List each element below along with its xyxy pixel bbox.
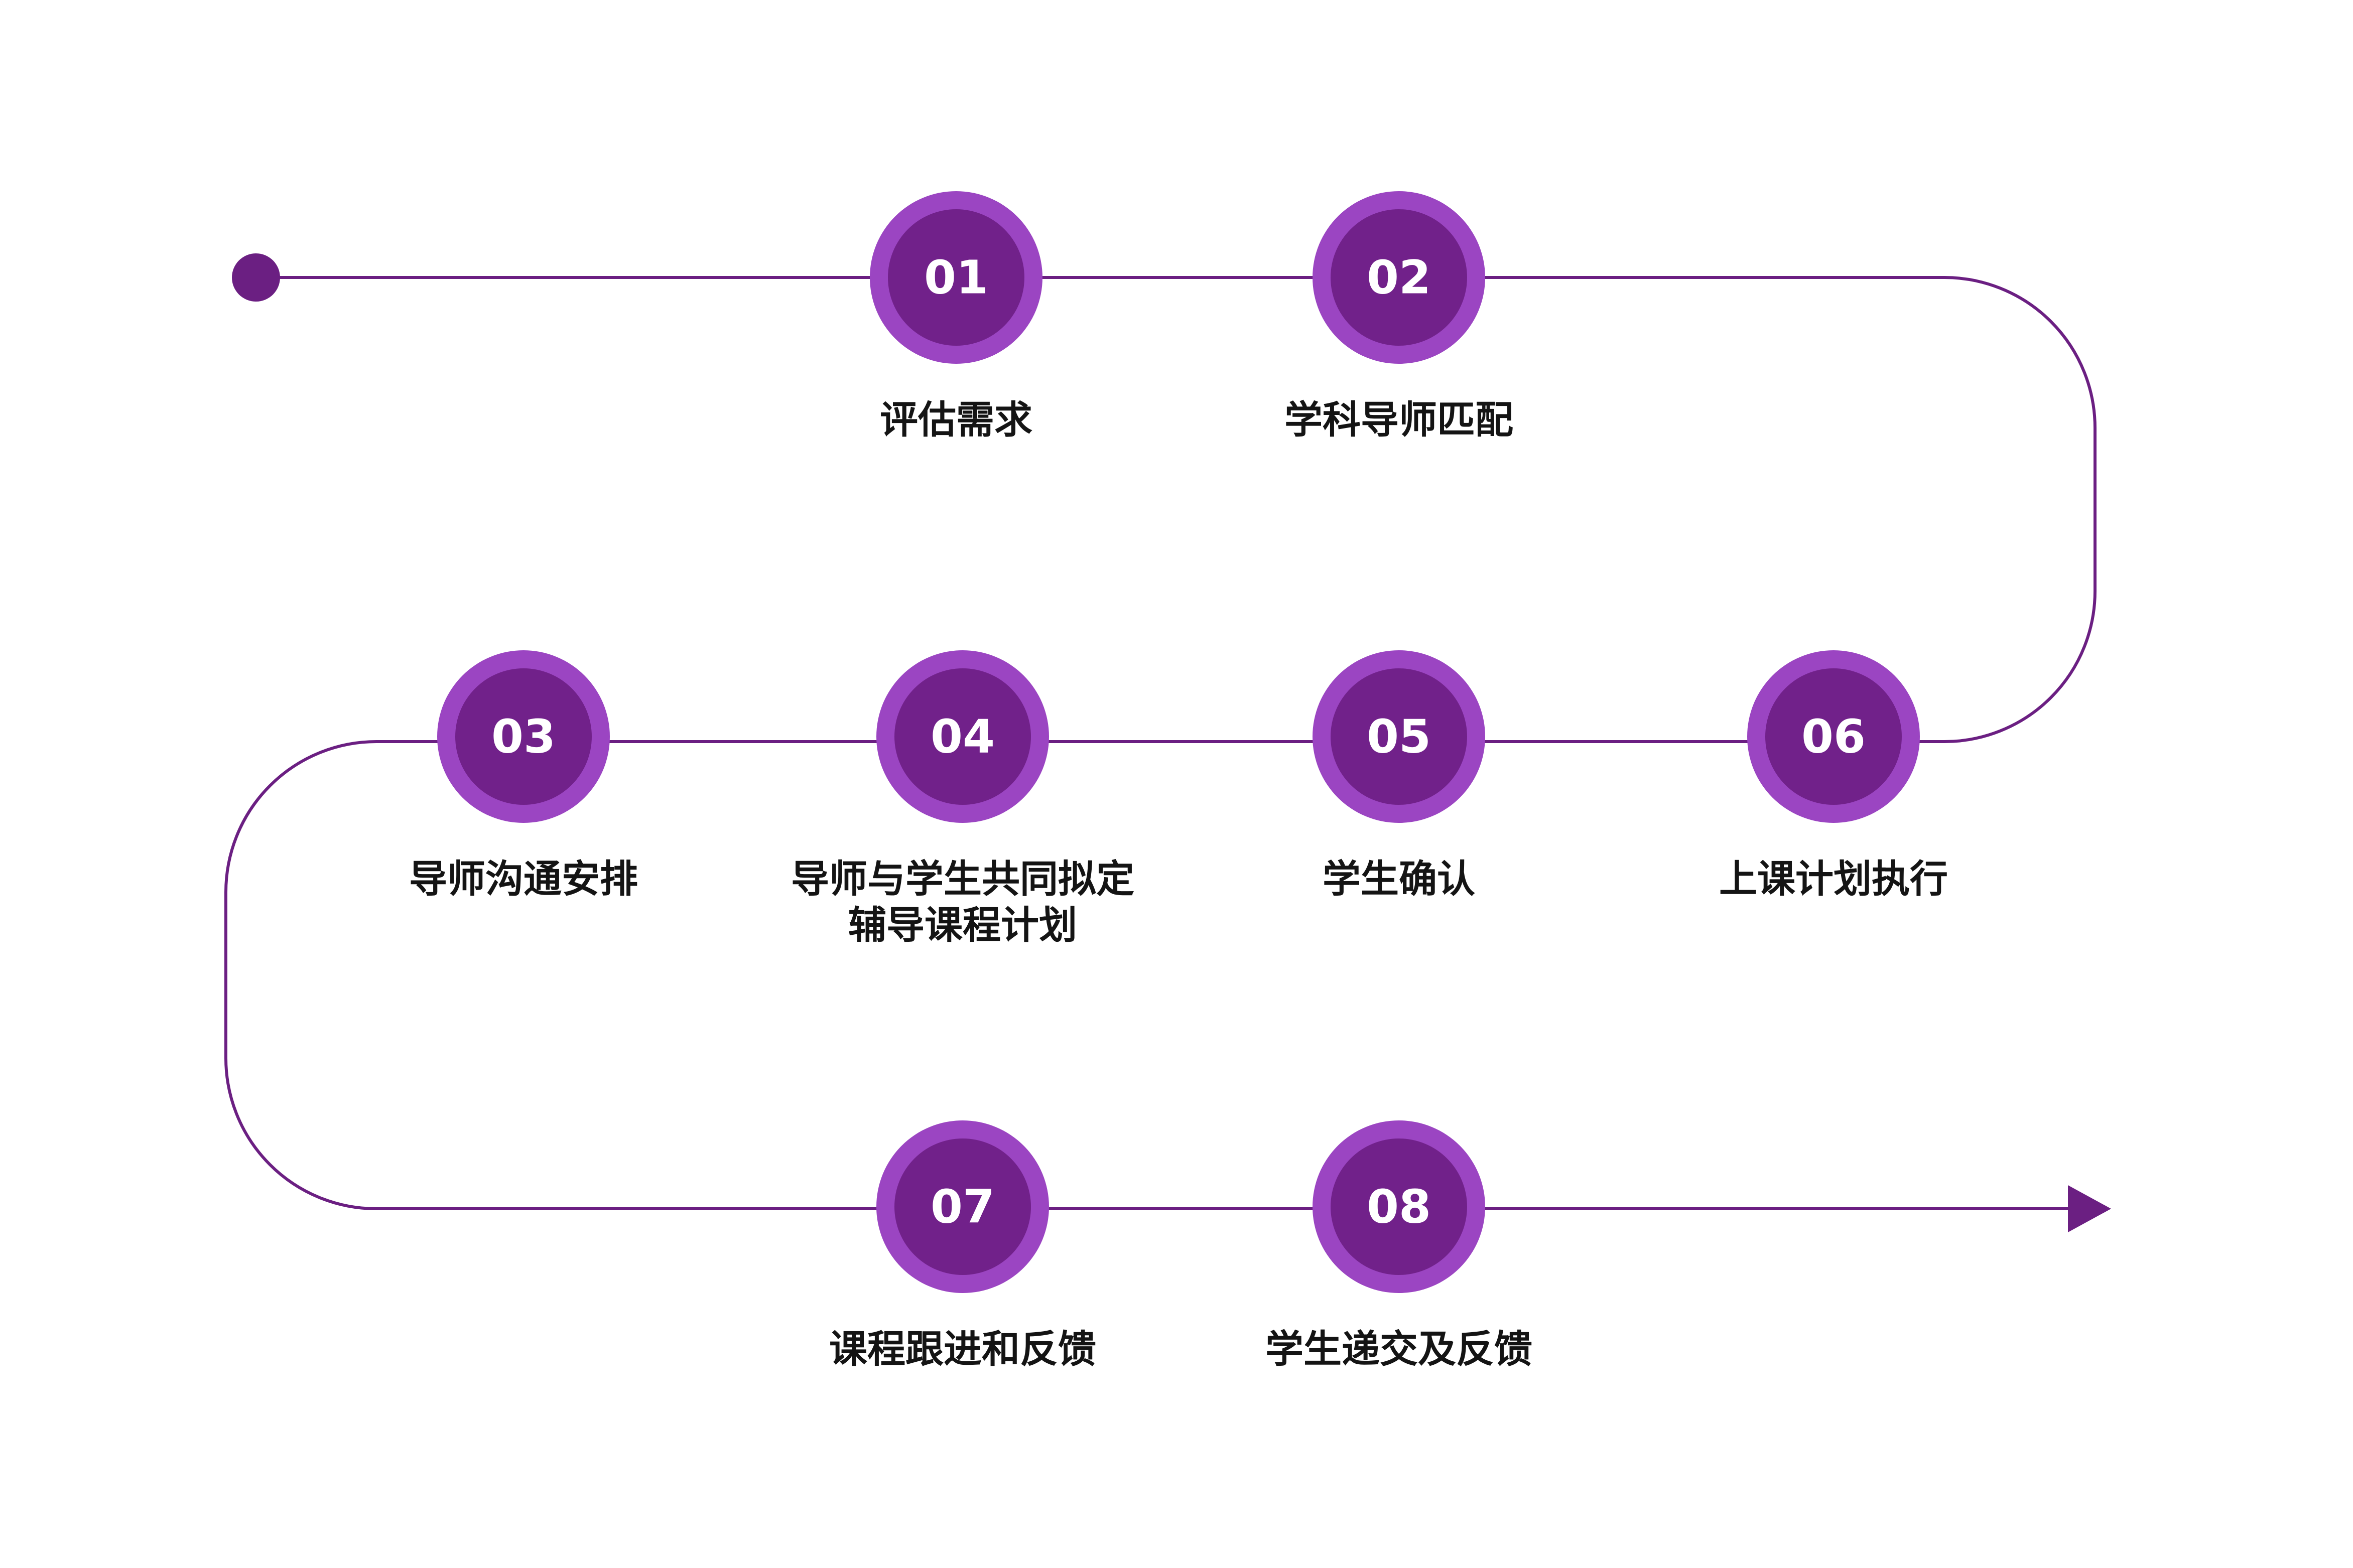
step-number: 07 — [931, 1180, 995, 1234]
step-number: 06 — [1801, 710, 1866, 764]
step-number: 04 — [931, 710, 995, 764]
flow-curve-right — [1944, 276, 2097, 743]
step-label: 上课计划执行 — [1719, 857, 1948, 901]
step-circle-inner — [1331, 209, 1467, 346]
step-label: 学生递交及反馈 — [1265, 1327, 1532, 1371]
step-circle-inner — [1331, 1138, 1467, 1275]
step-number: 02 — [1367, 251, 1431, 305]
step-label: 评估需求 — [880, 397, 1032, 442]
step-6: 06 上课计划执行 — [1719, 650, 1948, 901]
step-2: 02 学科导师匹配 — [1284, 191, 1513, 442]
step-label: 导师沟通安排 — [409, 857, 638, 901]
step-number: 03 — [491, 710, 556, 764]
flow-curve-left — [224, 740, 377, 1210]
step-circle-inner — [894, 668, 1031, 805]
step-label: 辅导课程计划 — [848, 903, 1077, 947]
step-8: 08 学生递交及反馈 — [1265, 1120, 1532, 1371]
step-3: 03 导师沟通安排 — [409, 650, 638, 901]
step-circle-inner — [1331, 668, 1467, 805]
step-circle-inner — [888, 209, 1024, 346]
step-circle-inner — [1765, 668, 1902, 805]
step-7: 07 课程跟进和反馈 — [829, 1120, 1096, 1371]
step-circle-inner — [894, 1138, 1031, 1275]
connector-lines — [224, 276, 2097, 1210]
step-circle-inner — [455, 668, 592, 805]
step-number: 05 — [1367, 710, 1431, 764]
step-label: 学科导师匹配 — [1284, 397, 1513, 442]
step-label: 课程跟进和反馈 — [829, 1327, 1096, 1371]
step-5: 05 学生确认 — [1313, 650, 1485, 901]
end-arrowhead-icon — [2068, 1185, 2111, 1232]
step-1: 01 评估需求 — [870, 191, 1042, 442]
steps-layer: 01评估需求02学科导师匹配03导师沟通安排04导师与学生共同拟定辅导课程计划0… — [409, 191, 1948, 1371]
step-number: 01 — [924, 251, 988, 305]
start-dot — [232, 253, 280, 302]
step-label: 学生确认 — [1323, 857, 1475, 901]
step-number: 08 — [1367, 1180, 1431, 1234]
step-label: 导师与学生共同拟定 — [791, 857, 1134, 901]
